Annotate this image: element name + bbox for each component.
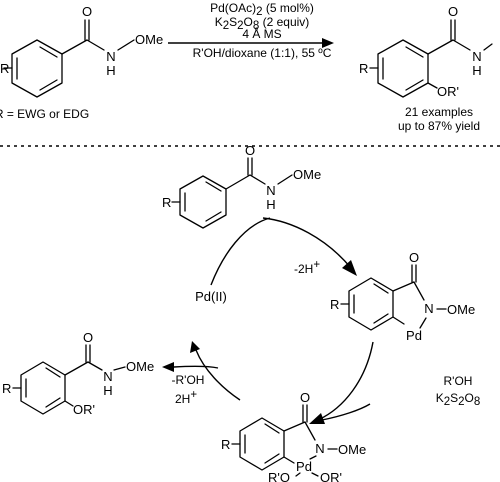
methoxy-group: OMe [135, 32, 163, 47]
reagent-persulfate: K2S2O8 [436, 391, 481, 408]
cycle-substrate: O N H OMe R [162, 143, 321, 229]
amide-hydrogen: H [103, 383, 112, 398]
carbonyl-oxygen: O [82, 4, 92, 19]
methoxy-group: OMe [338, 442, 366, 457]
amide-nitrogen: N [106, 49, 115, 64]
r-scope-note: R = EWG or EDG [0, 107, 89, 121]
benzene-ring [377, 39, 429, 98]
alkoxy-group: OR' [73, 402, 95, 417]
palladacycle-intermediate: O N OMe Pd R [330, 250, 475, 343]
alkoxy-ligand-left: R'O [268, 470, 290, 482]
alcohol-release-label: -R'OH [172, 373, 205, 387]
benzene-ring [11, 39, 63, 98]
carbonyl-oxygen: O [245, 143, 255, 158]
catalytic-cycle-arrows [162, 217, 374, 424]
deprotonation-label: -2H+ [294, 259, 320, 276]
amide-hydrogen: H [266, 197, 275, 212]
reaction-conditions: Pd(OAc)2 (5 mol%) K2S2O8 (2 equiv) 4 Å M… [193, 1, 332, 60]
amide-hydrogen: H [106, 63, 115, 78]
examples-count: 21 examples [405, 105, 473, 119]
r-substituent: R [359, 61, 368, 76]
benzene-ring [239, 417, 285, 471]
carbonyl-oxygen: O [83, 330, 93, 345]
proton-label: 2H+ [175, 389, 197, 406]
yield-note: up to 87% yield [398, 119, 480, 133]
alkoxy-ligand-right: OR' [320, 470, 342, 482]
benzene-ring [20, 361, 66, 415]
pd-ii-catalyst: Pd(II) [195, 289, 227, 304]
amide-nitrogen: N [266, 183, 275, 198]
pd-iv-intermediate: O N OMe Pd R'O OR' R [221, 390, 366, 482]
palladium-center: Pd [406, 328, 422, 343]
r-substituent: R [221, 437, 230, 452]
methoxy-group: OMe [293, 167, 321, 182]
amide-nitrogen: N [103, 369, 112, 384]
amide-nitrogen: N [424, 301, 433, 316]
starting-material-top: O N H OMe R [0, 4, 163, 98]
carbonyl-oxygen: O [409, 250, 419, 265]
amide-hydrogen: H [472, 63, 481, 78]
amide-nitrogen: N [472, 49, 481, 64]
palladium-center: Pd [296, 459, 312, 474]
benzene-ring [348, 277, 394, 331]
benzene-ring [179, 175, 227, 229]
cycle-product: O N H OMe OR' R [2, 330, 154, 417]
reagent-alcohol: R'OH [444, 374, 473, 388]
amide-nitrogen: N [315, 441, 324, 456]
additive-label: 4 Å MS [242, 26, 281, 41]
catalyst-label: Pd(OAc)2 (5 mol%) [210, 1, 314, 18]
r-substituent: R [162, 195, 171, 210]
reaction-arrow [168, 38, 334, 48]
r-substituent: R [2, 381, 11, 396]
oxidant-label: K2S2O8 (2 equiv) [215, 15, 310, 32]
methoxy-group: OMe [447, 302, 475, 317]
alkoxy-group: OR' [437, 84, 459, 99]
carbonyl-oxygen: O [448, 4, 458, 19]
carbonyl-oxygen: O [300, 390, 310, 405]
solvent-temperature-label: R'OH/dioxane (1:1), 55 ºC [193, 46, 332, 60]
methoxy-group: OMe [126, 359, 154, 374]
r-substituent: R [330, 297, 339, 312]
r-substituent: R [0, 61, 9, 76]
product-top: O N H OR' R [359, 4, 493, 99]
